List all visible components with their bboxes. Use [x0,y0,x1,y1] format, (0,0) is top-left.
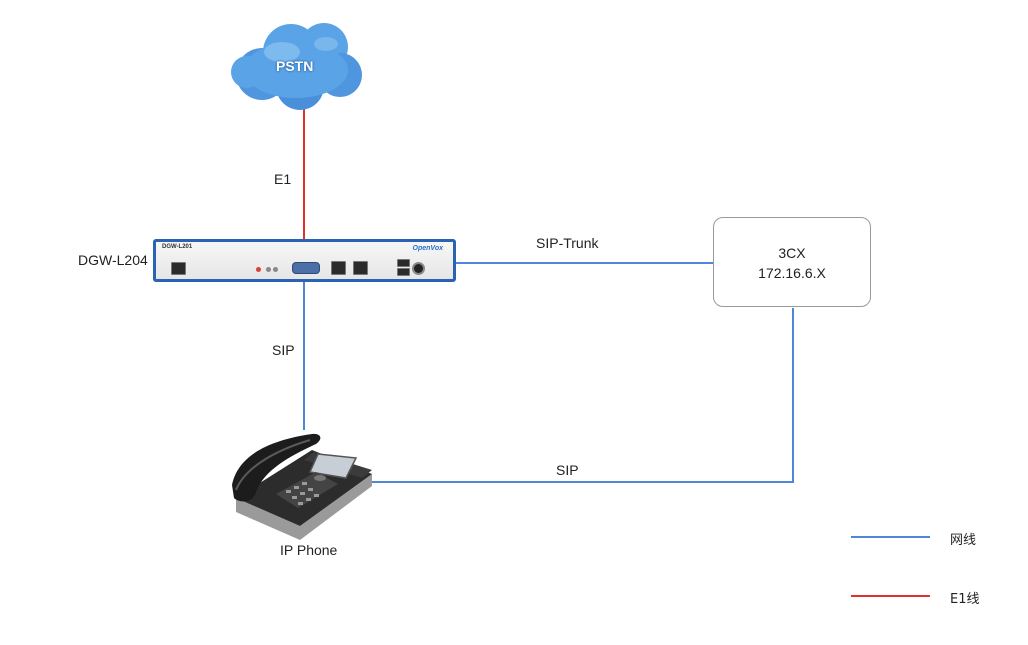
usb-port-1-icon [397,259,410,267]
server-box: 3CX 172.16.6.X [713,217,871,307]
gateway-device: DGW-L201 OpenVox [153,239,456,282]
legend-e1-label: E1线 [950,592,980,607]
ip-phone-icon [232,433,372,540]
status-led-icon [266,267,271,272]
pstn-label: PSTN [276,58,314,74]
gateway-panel-model: DGW-L201 [162,244,193,250]
gateway-label: DGW-L204 [78,252,148,268]
phone-server-link-line [366,308,794,483]
e1-port-icon [292,262,320,274]
lan-port-2-icon [353,261,368,275]
phone-label: IP Phone [280,542,338,558]
sip-trunk-link-label: SIP-Trunk [536,235,599,251]
phone-server-link-label: SIP [556,462,579,478]
usb-port-2-icon [397,268,410,276]
power-jack-icon [412,262,425,275]
run-led-icon [273,267,278,272]
gateway-phone-link-label: SIP [272,342,295,358]
e1-link-label: E1 [274,171,292,187]
gateway-brand-logo: OpenVox [412,245,443,252]
server-name: 3CX [778,245,806,261]
server-address: 172.16.6.X [758,265,826,281]
power-led-icon [256,267,261,272]
legend-network-label: 网线 [950,533,977,548]
lan-port-1-icon [331,261,346,275]
console-port-icon [171,262,186,275]
pstn-cloud-icon [231,23,362,110]
